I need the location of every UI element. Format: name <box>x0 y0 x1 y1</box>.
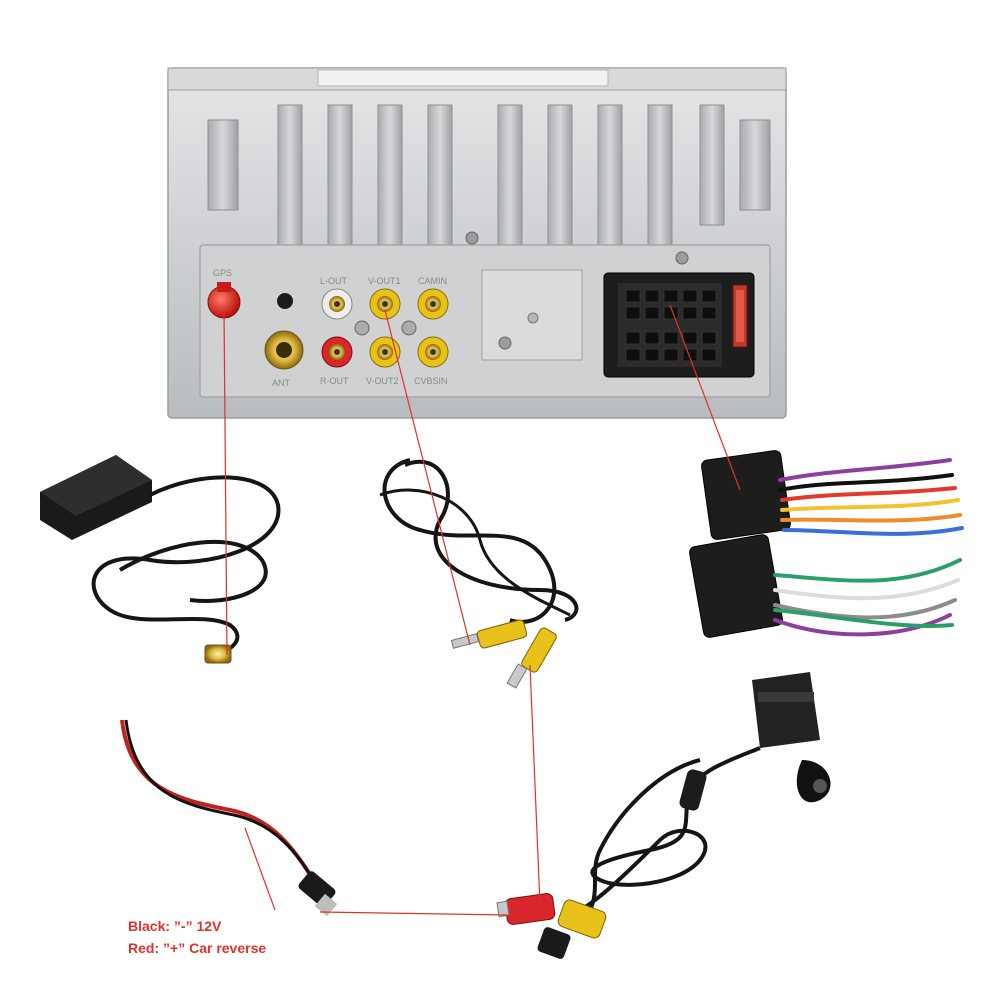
iso-harness <box>689 450 964 638</box>
legend-black-row: Black: ”-” 12V <box>128 915 266 937</box>
cvbsin-jack[interactable] <box>417 336 449 368</box>
v-out2-label: V-OUT2 <box>366 376 399 386</box>
iso-socket[interactable] <box>603 272 755 378</box>
head-unit-chassis: GPS ANT L-OUT V-OUT1 CAMIN <box>167 67 787 419</box>
power-wire <box>120 719 338 917</box>
legend-red-label: Red: <box>128 940 160 956</box>
rca-plug-right <box>506 627 557 689</box>
v-out1-label: V-OUT1 <box>368 276 401 286</box>
rating-sticker <box>317 69 609 87</box>
r-out-jack[interactable] <box>321 336 353 368</box>
legend-black-value: ”-” 12V <box>173 918 222 934</box>
gps-antenna <box>40 455 281 664</box>
legend-red-value: ”+” Car reverse <box>163 940 267 956</box>
rca-plug-left <box>450 619 528 649</box>
rca-video-cable <box>379 458 579 689</box>
mic-hole <box>277 293 293 309</box>
camin-label: CAMIN <box>418 276 447 286</box>
r-out-label: R-OUT <box>320 376 349 386</box>
v-out1-jack[interactable] <box>369 288 401 320</box>
gps-port[interactable] <box>207 282 241 319</box>
camin-jack[interactable] <box>417 288 449 320</box>
gps-label: GPS <box>213 268 232 278</box>
annotation-lines <box>223 304 741 916</box>
legend-red-row: Red: ”+” Car reverse <box>128 937 266 959</box>
wiring-legend: Black: ”-” 12V Red: ”+” Car reverse <box>128 915 266 959</box>
ant-label: ANT <box>272 378 291 388</box>
camera-yellow-plug <box>537 899 607 959</box>
l-out-jack[interactable] <box>321 288 353 320</box>
camera-red-plug <box>496 893 556 925</box>
antenna-port[interactable] <box>264 330 304 370</box>
v-out2-jack[interactable] <box>369 336 401 368</box>
backup-camera <box>496 672 831 959</box>
cooling-fins <box>207 104 771 256</box>
cvbsin-label: CVBSIN <box>414 376 448 386</box>
legend-black-label: Black: <box>128 918 171 934</box>
l-out-label: L-OUT <box>320 276 348 286</box>
